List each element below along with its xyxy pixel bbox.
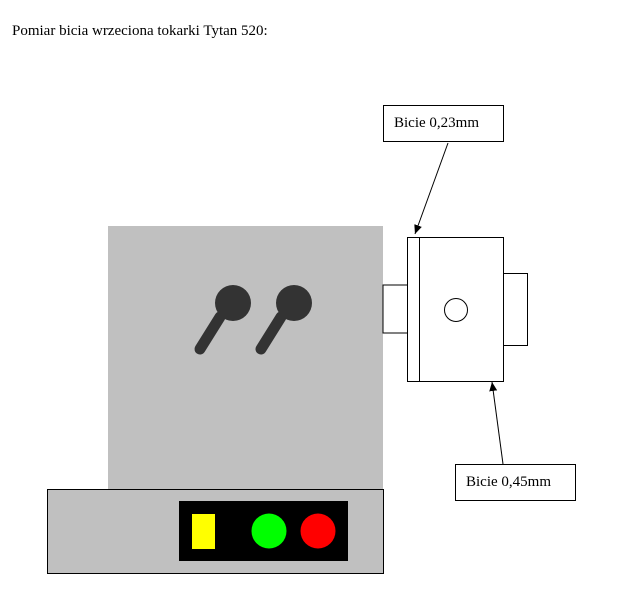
gear-lever-left[interactable]	[194, 285, 251, 355]
callout-top-arrow	[414, 142, 449, 235]
red-indicator-icon[interactable]	[300, 513, 336, 549]
lever-right-handle	[255, 311, 287, 355]
runout-callout-bottom: Bicie 0,45mm	[455, 464, 576, 501]
green-indicator-icon[interactable]	[251, 513, 287, 549]
spindle-stub	[382, 284, 409, 334]
callout-bottom-arrow	[489, 381, 504, 465]
page-title: Pomiar bicia wrzeciona tokarki Tytan 520…	[12, 23, 268, 39]
chuck-hole-icon	[444, 298, 468, 322]
headstock-body	[108, 226, 383, 489]
lever-left-handle	[194, 311, 226, 355]
chuck-jaw-stub	[503, 273, 528, 346]
runout-callout-top: Bicie 0,23mm	[383, 105, 504, 142]
lever-knob-icon	[215, 285, 251, 321]
gear-lever-right[interactable]	[255, 285, 312, 355]
yellow-indicator-icon[interactable]	[192, 514, 215, 549]
lever-knob-icon	[276, 285, 312, 321]
chuck-flange	[407, 237, 420, 382]
